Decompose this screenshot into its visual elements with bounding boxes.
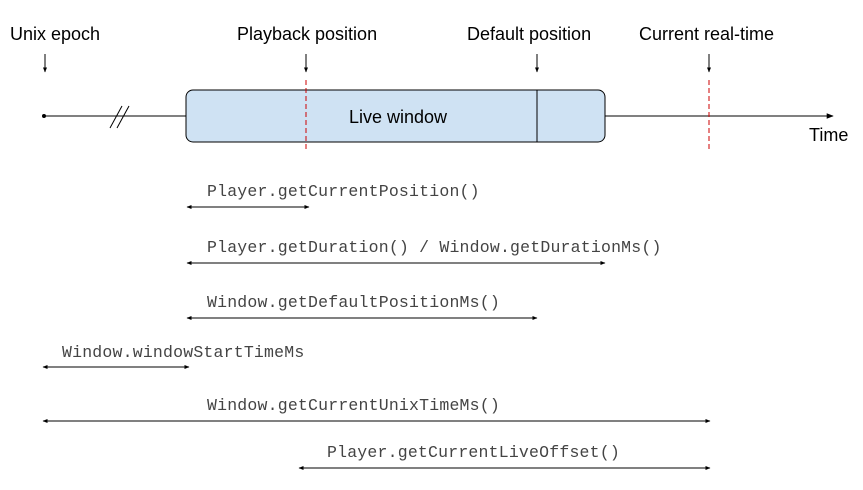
current-position-span-label: Player.getCurrentPosition() — [207, 182, 480, 201]
live-window-box — [185, 89, 606, 143]
timeline-break-mark — [116, 105, 130, 129]
duration-span-label: Player.getDuration() / Window.getDuratio… — [207, 238, 662, 257]
current-live-offset-span-label: Player.getCurrentLiveOffset() — [327, 443, 620, 462]
live-window-label: Live window — [349, 107, 448, 127]
current-realtime-label: Current real-time — [639, 24, 774, 44]
window-start-time-span-label: Window.windowStartTimeMs — [62, 343, 304, 362]
time-axis-label: Time — [809, 125, 848, 145]
timeline-break-mark — [109, 105, 123, 129]
current-unix-time-span-label: Window.getCurrentUnixTimeMs() — [207, 396, 500, 415]
default-position-span-label: Window.getDefaultPositionMs() — [207, 293, 500, 312]
default-position-label: Default position — [467, 24, 591, 44]
unix-epoch-label: Unix epoch — [10, 24, 100, 44]
playback-position-label: Playback position — [237, 24, 377, 44]
